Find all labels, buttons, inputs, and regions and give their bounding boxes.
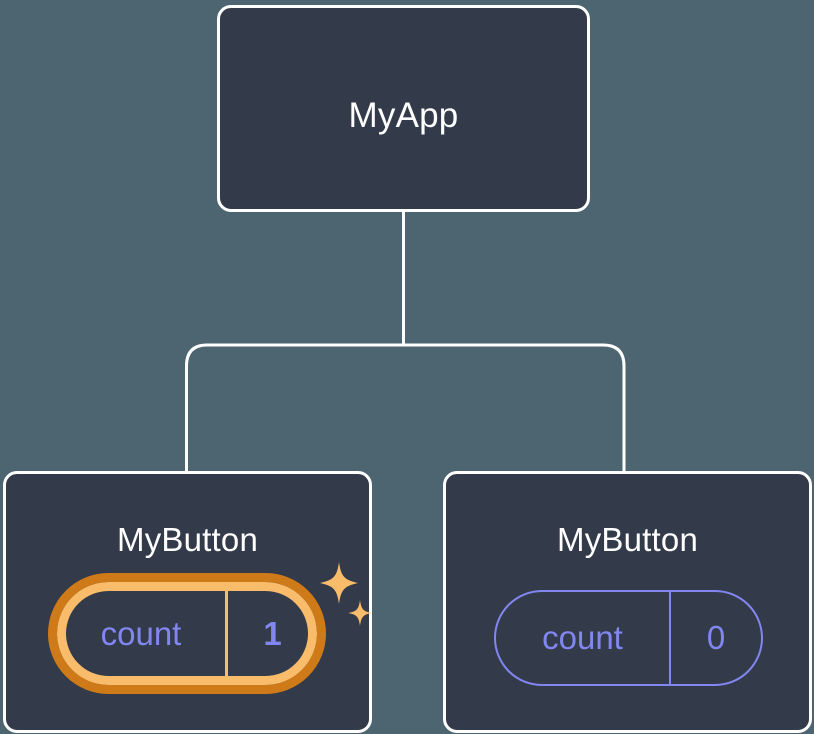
state-key-label: count	[100, 614, 182, 652]
component-node-title: MyButton	[117, 521, 258, 558]
state-key-label: count	[542, 619, 623, 656]
component-node-title: MyApp	[348, 96, 459, 135]
component-node-child-right[interactable]: MyButton count 0	[443, 471, 812, 733]
state-value-label: 1	[263, 614, 282, 652]
component-node-root[interactable]: MyApp	[217, 5, 590, 212]
component-node-title: MyButton	[557, 521, 698, 558]
state-badge-highlighted[interactable]: count 1	[48, 573, 326, 694]
state-divider	[669, 592, 671, 684]
state-badge[interactable]: count 0	[494, 590, 763, 686]
component-node-child-left[interactable]: MyButton count 1	[3, 471, 372, 733]
connector-branch-bar	[185, 343, 626, 471]
state-value-label: 0	[706, 619, 726, 656]
state-divider	[225, 582, 228, 685]
